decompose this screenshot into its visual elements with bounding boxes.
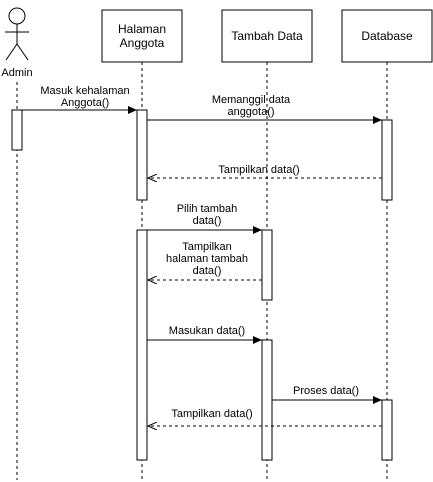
activation-anggota-1 <box>136 109 148 201</box>
message-label-2: Memanggil data anggota() <box>211 94 291 118</box>
activation-database-2 <box>381 399 393 461</box>
message-label-3: Tampilkan data() <box>218 164 300 176</box>
message-label-1: Masuk kehalaman Anggota() <box>40 85 130 109</box>
activation-tambah-2 <box>261 339 273 461</box>
message-label-8: Tampilkan data() <box>171 408 253 420</box>
actor-label-admin: Admin <box>1 67 33 79</box>
participant-box-tambah <box>221 9 313 63</box>
participant-box-anggota <box>101 9 183 63</box>
message-label-7: Proses data() <box>292 385 360 397</box>
activation-anggota-2 <box>136 229 148 461</box>
participant-label-anggota: Halaman Anggota <box>117 22 167 50</box>
participant-label-database: Database <box>361 29 413 43</box>
message-label-5: Tampilkan halaman tambah data() <box>166 241 248 277</box>
participant-box-database <box>341 9 433 63</box>
activation-database-1 <box>381 119 393 201</box>
activation-admin <box>11 109 23 151</box>
participant-label-tambah: Tambah Data <box>231 29 303 43</box>
actor-icon <box>5 7 29 61</box>
message-label-4: Pilih tambah data() <box>176 203 238 227</box>
message-label-6: Masukan data() <box>168 325 246 337</box>
activation-tambah-1 <box>261 229 273 301</box>
